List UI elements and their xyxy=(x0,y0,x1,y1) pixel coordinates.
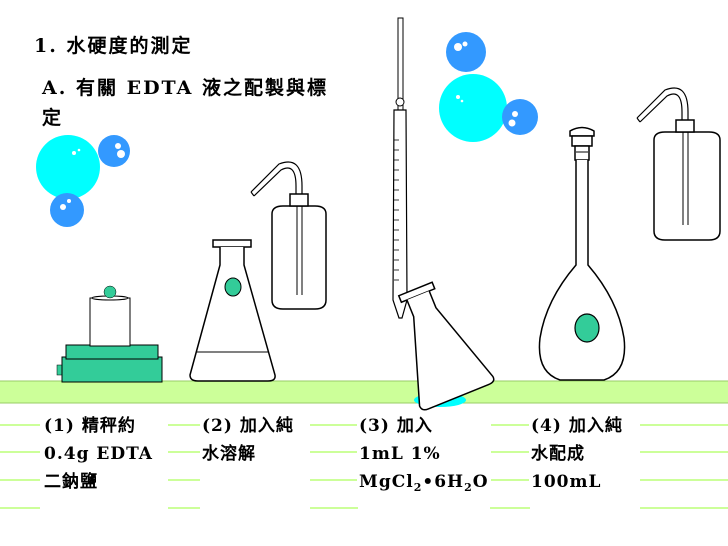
bench-lines xyxy=(0,424,728,509)
balance-icon xyxy=(56,285,163,383)
bubble-cluster-icon xyxy=(36,135,130,227)
step-1-caption: (1) 精秤約 0.4g EDTA 二鈉鹽 xyxy=(42,412,155,496)
burette-icon xyxy=(392,17,408,319)
erlenmeyer-flask-icon xyxy=(189,239,276,382)
chemical-formula: MgCl2•6H2O xyxy=(359,472,489,494)
step-3-caption: (3) 加入 1mL 1% MgCl2•6H2O xyxy=(357,412,491,496)
erlenmeyer-flask-icon xyxy=(397,281,495,411)
wash-bottle-icon xyxy=(250,161,327,310)
page-title: 1. 水硬度的測定 xyxy=(34,35,193,57)
volumetric-flask-icon xyxy=(538,126,626,381)
bubble-cluster-icon xyxy=(439,32,538,142)
step-2-caption: (2) 加入純 水溶解 xyxy=(200,412,296,468)
wash-bottle-icon xyxy=(636,87,721,241)
page-subtitle: A. 有關 EDTA 液之配製與標定 xyxy=(42,77,329,129)
bench-surface xyxy=(0,381,728,403)
step-4-caption: (4) 加入純 水配成 100mL xyxy=(529,412,625,496)
